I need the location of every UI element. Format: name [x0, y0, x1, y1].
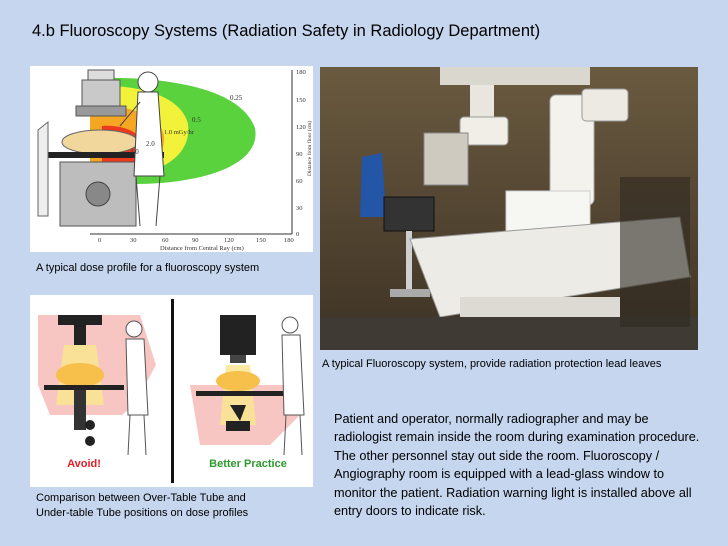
x-axis-label: Distance from Central Ray (cm) [160, 245, 244, 252]
x-tick-4: 120 [224, 237, 234, 244]
fluoroscopy-room-photo [320, 67, 698, 350]
dose-profile-caption: A typical dose profile for a fluoroscopy… [36, 262, 260, 274]
dose-profile-diagram: 0.25 0.5 1.0 mGy/hr 2.0 4.0 180 150 120 … [30, 66, 313, 252]
y-tick-6: 0 [296, 231, 299, 238]
better-practice-label: Better Practice [209, 458, 287, 470]
x-tick-0: 0 [98, 237, 101, 244]
y-tick-5: 30 [296, 205, 303, 212]
y-tick-3: 90 [296, 151, 303, 158]
y-tick-4: 60 [296, 178, 303, 185]
table [40, 152, 164, 158]
contour-label-3: 2.0 [146, 140, 155, 148]
comparison-caption-line-1: Comparison between Over-Table Tube and [36, 492, 246, 504]
tube-comparison-diagram: Avoid! Better Practice [30, 295, 313, 487]
comparison-caption: Comparison between Over-Table Tube and U… [36, 491, 248, 521]
y-tick-1: 150 [296, 97, 306, 104]
contour-label-1: 0.5 [192, 116, 201, 124]
contour-label-0: 0.25 [230, 94, 243, 102]
contour-label-4: 4.0 [130, 148, 139, 156]
x-tick-3: 90 [192, 237, 199, 244]
patient-body [61, 129, 139, 155]
tube-head [87, 69, 115, 81]
x-tick-6: 180 [284, 237, 294, 244]
comparison-caption-line-2: Under-table Tube positions on dose profi… [36, 507, 249, 519]
contour-label-2: 1.0 mGy/hr [164, 129, 195, 136]
y-tick-2: 120 [296, 124, 306, 131]
photo-caption: A typical Fluoroscopy system, provide ra… [322, 358, 662, 370]
x-tick-2: 60 [162, 237, 169, 244]
y-tick-0: 180 [296, 69, 306, 76]
dose-profile-graphic: 0.25 0.5 1.0 mGy/hr 2.0 4.0 180 150 120 … [37, 69, 313, 252]
x-tick-5: 150 [256, 237, 266, 244]
tube-comparison-graphic: Avoid! Better Practice [38, 299, 305, 483]
description-paragraph: Patient and operator, normally radiograp… [334, 412, 700, 519]
fluoroscopy-room-graphic [320, 67, 698, 350]
slide-title: 4.b Fluoroscopy Systems (Radiation Safet… [32, 22, 541, 40]
x-tick-1: 30 [130, 237, 137, 244]
y-axis-label: Distance from floor (cm) [306, 121, 313, 176]
operator-figure [119, 71, 165, 227]
avoid-label: Avoid! [67, 458, 101, 470]
